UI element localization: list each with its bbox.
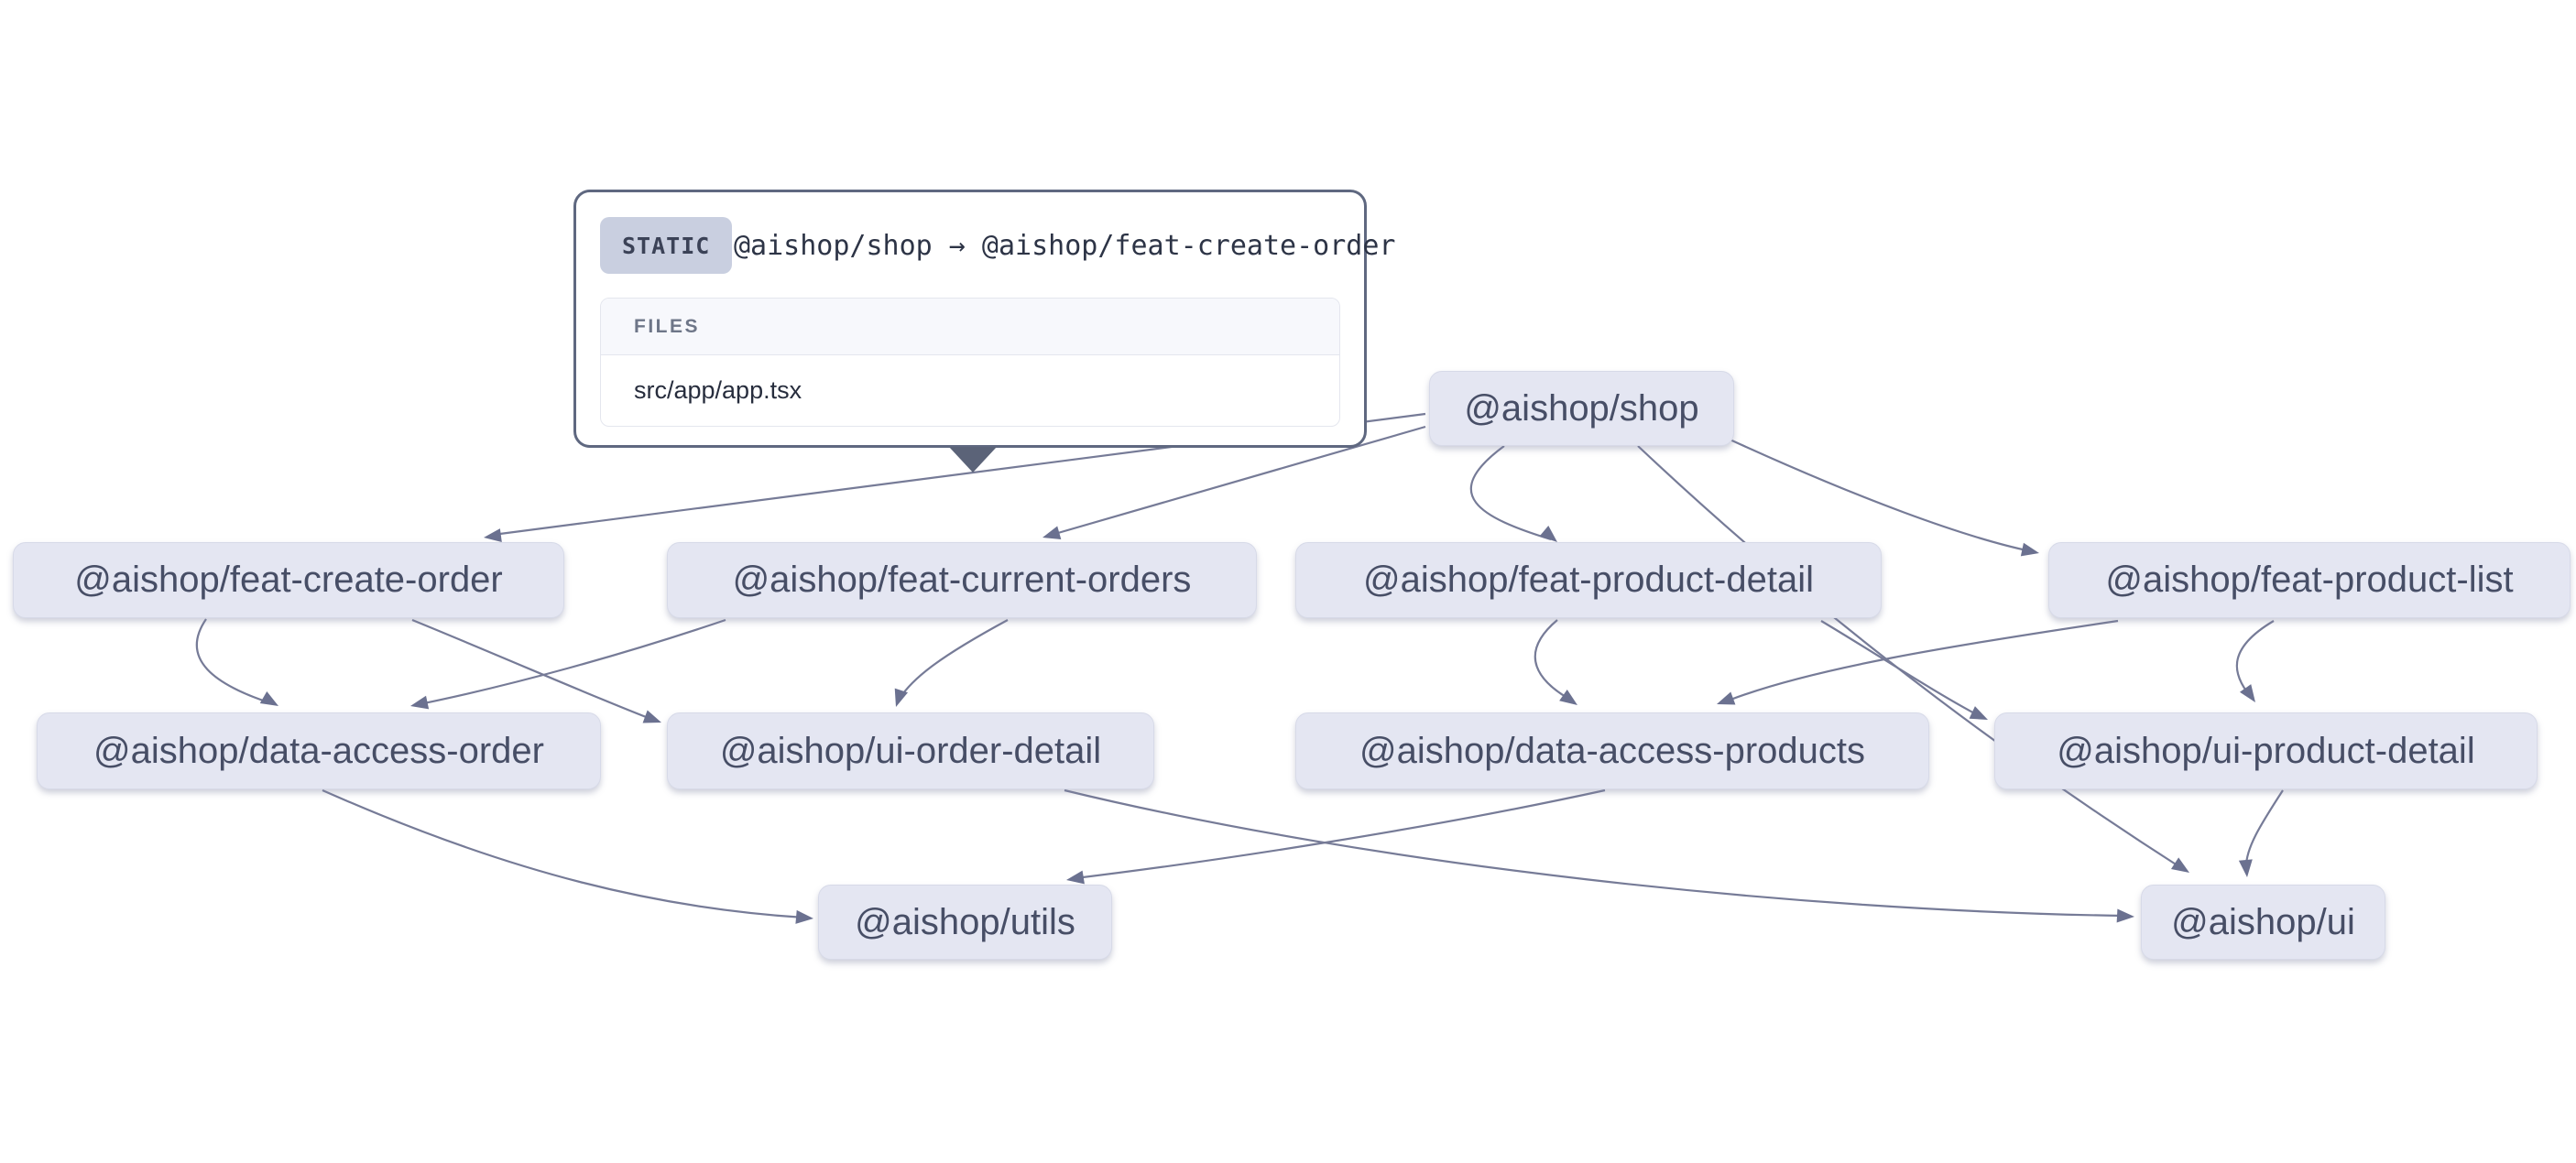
edge-data-access-products--utils[interactable] [1075, 788, 1606, 880]
edge-type-badge: STATIC [600, 217, 733, 274]
arrowhead-feat-product-list--data-access-products [1717, 691, 1736, 705]
arrowhead-feat-product-list--ui-product-detail [2239, 684, 2255, 702]
node-feat-product-list[interactable]: @aishop/feat-product-list [2048, 542, 2571, 618]
node-ui-order-detail[interactable]: @aishop/ui-order-detail [667, 712, 1154, 789]
arrowhead-feat-current-orders--ui-order-detail [894, 688, 909, 707]
node-utils[interactable]: @aishop/utils [818, 885, 1112, 960]
edge-feat-create-order--ui-order-detail[interactable] [411, 618, 654, 722]
edge-feat-product-list--ui-product-detail[interactable] [2235, 620, 2275, 698]
edge-shop--ui[interactable] [1637, 445, 2184, 870]
arrowhead-shop--ui [2170, 857, 2189, 873]
arrowhead-ui-order-detail--ui [2116, 908, 2134, 923]
edge-feat-current-orders--ui-order-detail[interactable] [897, 619, 1009, 702]
edge-shop--feat-current-orders[interactable] [1051, 425, 1426, 537]
tooltip-files-header: FILES [601, 299, 1339, 355]
arrowhead-feat-create-order--ui-order-detail [642, 710, 661, 723]
arrowhead-data-access-products--utils [1066, 870, 1085, 885]
edge-shop--feat-product-detail[interactable] [1469, 445, 1552, 541]
arrowhead-shop--feat-product-detail [1539, 526, 1557, 542]
arrowhead-feat-product-detail--data-access-products [1559, 689, 1577, 705]
edge-feat-create-order--data-access-order[interactable] [195, 618, 272, 705]
node-ui-product-detail[interactable]: @aishop/ui-product-detail [1994, 712, 2538, 789]
edge-feat-product-list--data-access-products[interactable] [1725, 619, 2119, 703]
arrowhead-shop--feat-current-orders [1042, 526, 1062, 539]
node-feat-product-detail[interactable]: @aishop/feat-product-detail [1295, 542, 1882, 618]
edge-ui-product-detail--ui[interactable] [2244, 789, 2284, 871]
tooltip-files-panel: FILES src/app/app.tsx [600, 298, 1340, 427]
node-data-access-order[interactable]: @aishop/data-access-order [37, 712, 601, 789]
arrowhead-feat-product-detail--ui-product-detail [1969, 706, 1988, 720]
node-shop[interactable]: @aishop/shop [1429, 371, 1734, 446]
edge-shop--feat-product-list[interactable] [1725, 437, 2032, 553]
tooltip-caret-icon [949, 447, 997, 473]
edge-data-access-order--utils[interactable] [322, 788, 805, 919]
arrowhead-data-access-order--utils [795, 909, 813, 924]
edge-feat-current-orders--data-access-order[interactable] [419, 618, 726, 706]
edge-feat-product-detail--data-access-products[interactable] [1534, 619, 1573, 701]
arrowhead-shop--feat-product-list [2020, 542, 2039, 557]
node-feat-current-orders[interactable]: @aishop/feat-current-orders [667, 542, 1257, 618]
edge-ui-order-detail--ui[interactable] [1064, 788, 2126, 918]
node-feat-create-order[interactable]: @aishop/feat-create-order [13, 542, 564, 618]
arrowhead-feat-create-order--data-access-order [259, 691, 278, 706]
arrowhead-ui-product-detail--ui [2238, 859, 2253, 877]
file-row[interactable]: src/app/app.tsx [634, 376, 802, 404]
arrowhead-shop--feat-create-order [484, 528, 502, 542]
edge-tooltip: STATIC @aishop/shop → @aishop/feat-creat… [573, 190, 1395, 448]
tooltip-edge-label: @aishop/shop → @aishop/feat-create-order [734, 229, 1396, 262]
edge-feat-product-detail--ui-product-detail[interactable] [1820, 620, 1981, 717]
node-ui[interactable]: @aishop/ui [2141, 885, 2385, 960]
arrowhead-feat-current-orders--data-access-order [410, 695, 430, 710]
tooltip-files-list: src/app/app.tsx [601, 355, 1339, 426]
node-data-access-products[interactable]: @aishop/data-access-products [1295, 712, 1929, 789]
